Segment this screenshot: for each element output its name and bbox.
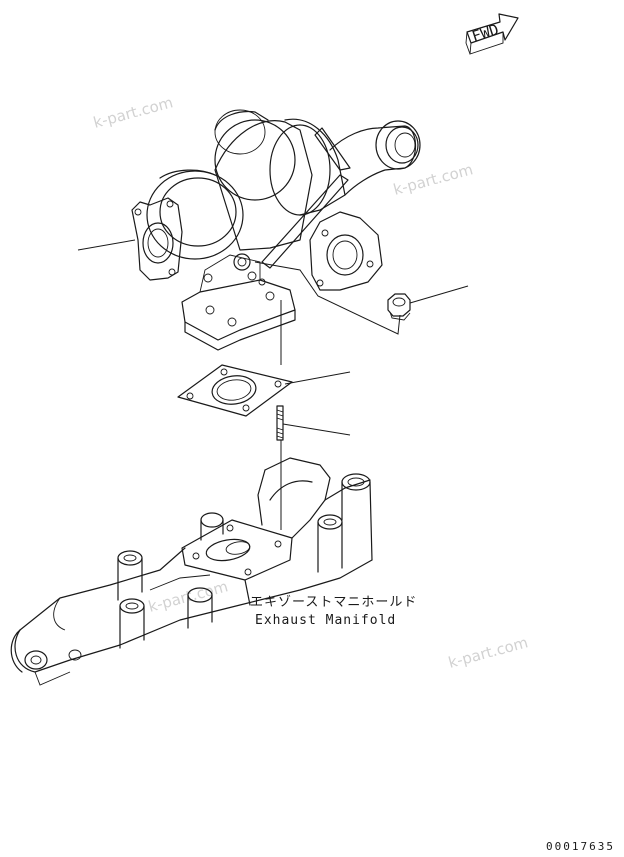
leader-gasket [284, 371, 351, 385]
leader-turbocharger [77, 239, 136, 251]
flange-nut [387, 293, 411, 321]
fwd-label: FWD [470, 20, 501, 45]
part-number: 00017635 [546, 840, 615, 853]
leader-nut [409, 285, 469, 304]
watermark: k-part.com [446, 633, 530, 672]
watermark: k-part.com [91, 93, 175, 132]
turbocharger [131, 109, 421, 351]
label-japanese: エキゾーストマニホールド [250, 595, 417, 610]
exhaust-manifold [10, 457, 373, 686]
stud-bolt [276, 405, 284, 441]
leader-stud [282, 423, 351, 436]
label-exhaust-manifold: Exhaust Manifold [255, 613, 396, 628]
fwd-arrow-icon: FWD [465, 13, 519, 55]
leader-mount [254, 261, 401, 335]
gasket [177, 364, 293, 417]
watermark: k-part.com [391, 160, 475, 199]
leader-lines [77, 239, 469, 530]
